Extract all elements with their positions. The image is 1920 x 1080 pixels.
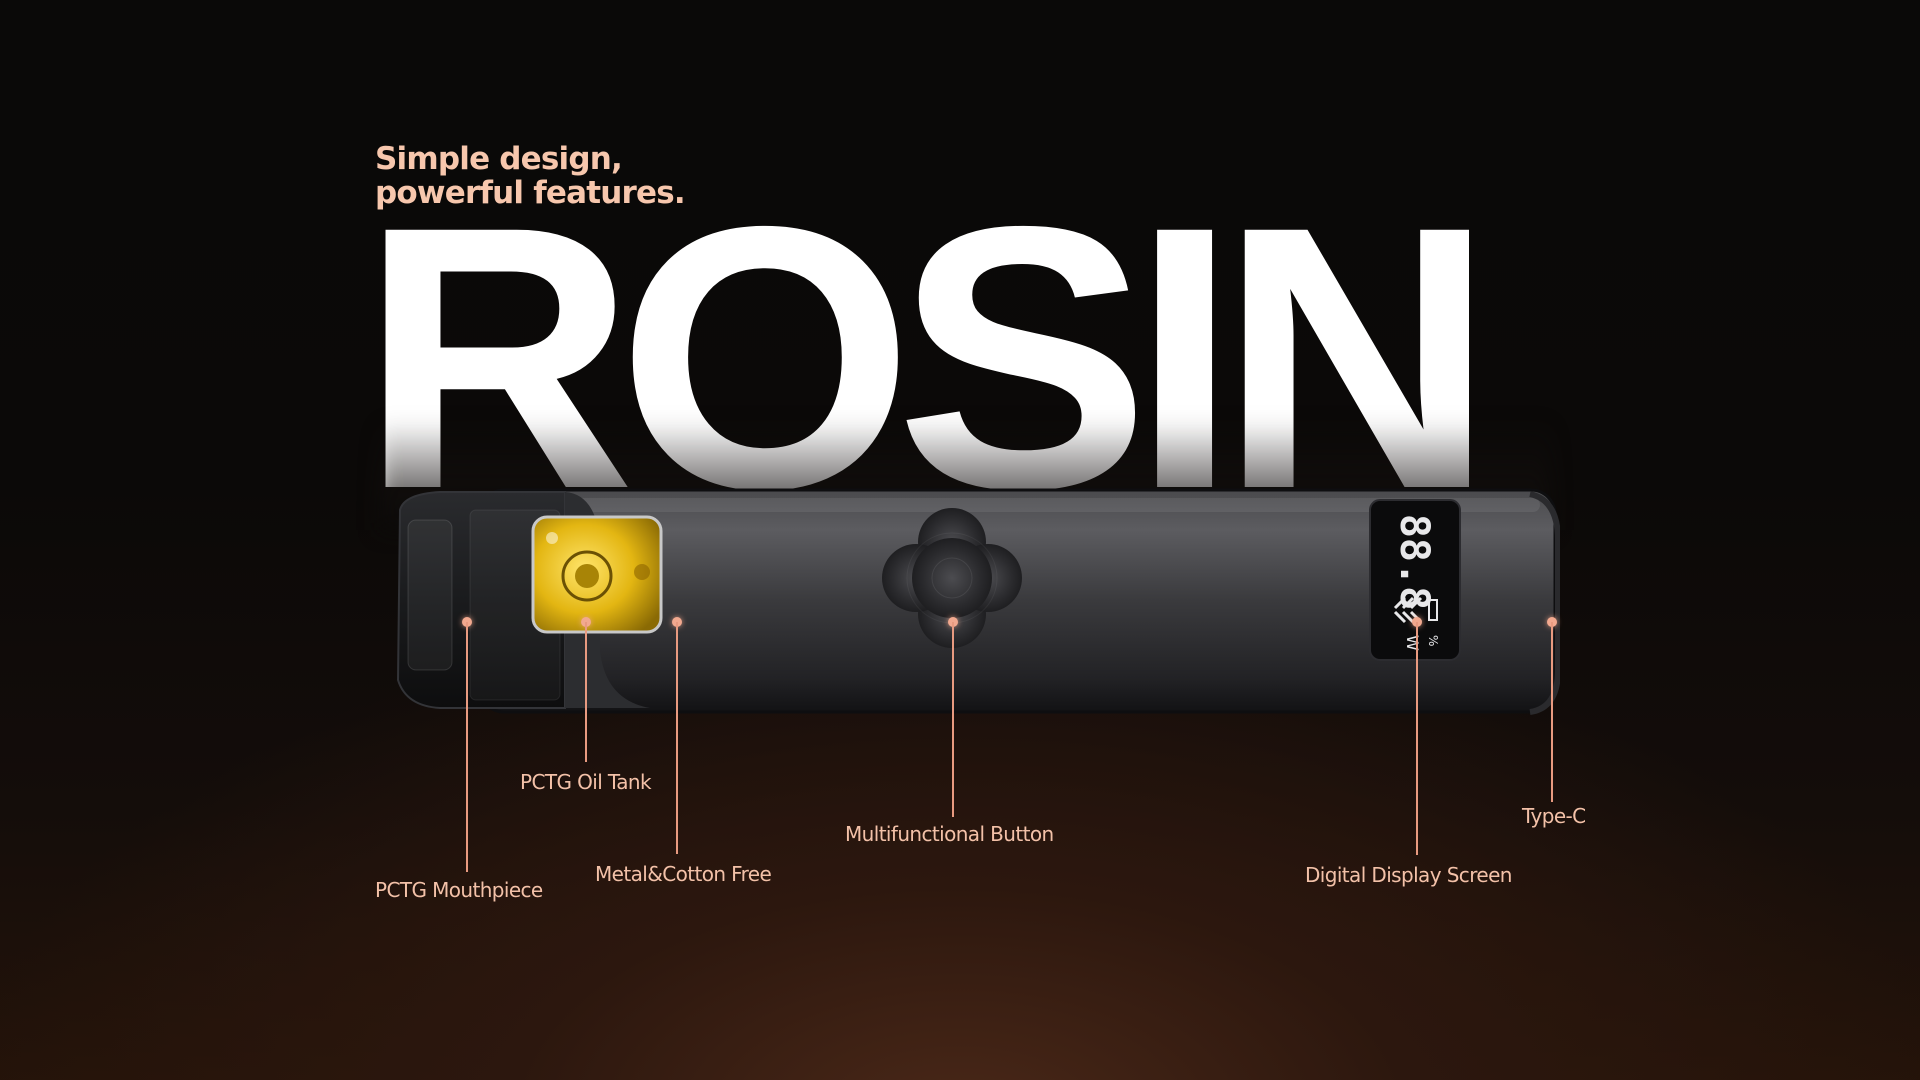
callout-line [1551, 622, 1553, 802]
callout-label-mouthpiece: PCTG Mouthpiece [375, 878, 543, 902]
tagline: Simple design, powerful features. [375, 141, 686, 211]
callout-line [952, 622, 954, 817]
tagline-line-1: Simple design, [375, 141, 623, 177]
tagline-line-2: powerful features. [375, 175, 686, 211]
callout-line [676, 622, 678, 854]
callout-label-button: Multifunctional Button [845, 822, 1054, 846]
callout-line [466, 622, 468, 872]
multifunction-button-shape [882, 508, 1022, 648]
callout-label-oil-tank: PCTG Oil Tank [520, 770, 652, 794]
callout-label-metal-cotton-free: Metal&Cotton Free [595, 862, 772, 886]
display-percent: % [1426, 635, 1440, 646]
device-illustration: 88.8 W % [396, 488, 1560, 715]
callout-line [1416, 622, 1418, 855]
callout-label-type-c: Type-C [1522, 804, 1586, 828]
callout-label-display: Digital Display Screen [1305, 863, 1512, 887]
display-unit: W [1403, 635, 1422, 651]
display-value: 88.8 [1391, 514, 1437, 610]
callout-line [585, 622, 587, 762]
display-battery-icon [1393, 596, 1438, 624]
